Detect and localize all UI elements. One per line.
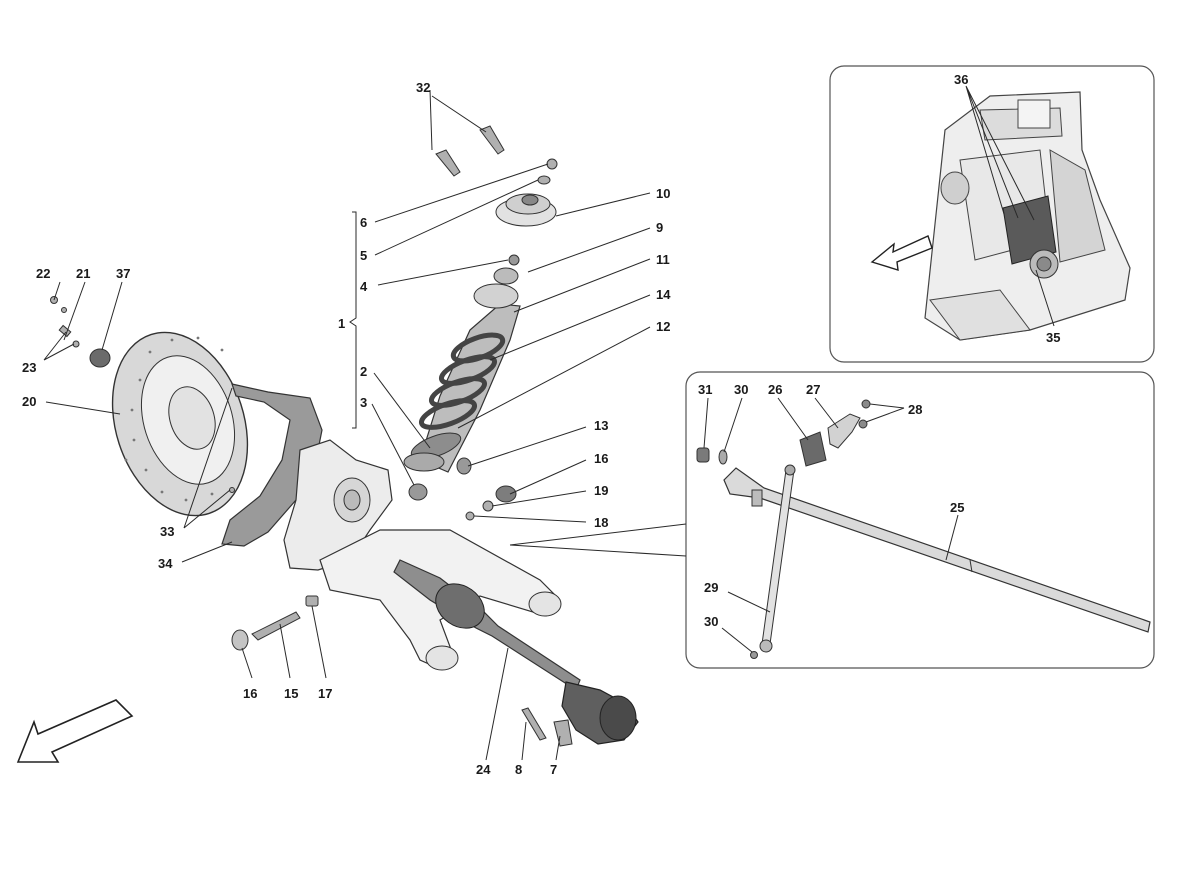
callout-35: 35 [1046, 330, 1060, 345]
top-mount-illustration [495, 193, 557, 227]
callout-16-lower: 16 [243, 686, 257, 701]
callout-3: 3 [360, 395, 367, 410]
callout-17: 17 [318, 686, 332, 701]
callout-21: 21 [76, 266, 90, 281]
direction-arrow-main [16, 699, 134, 763]
callout-27: 27 [806, 382, 820, 397]
callout-7: 7 [550, 762, 557, 777]
callout-36: 36 [954, 72, 968, 87]
callout-30-link: 30 [704, 614, 718, 629]
callout-34: 34 [158, 556, 173, 571]
callout-24: 24 [476, 762, 491, 777]
callout-8: 8 [515, 762, 522, 777]
callout-20: 20 [22, 394, 36, 409]
callout-25: 25 [950, 500, 964, 515]
callout-1: 1 [338, 316, 345, 331]
callout-28: 28 [908, 402, 922, 417]
callout-32: 32 [416, 80, 430, 95]
callout-26: 26 [768, 382, 782, 397]
callout-33: 33 [160, 524, 174, 539]
callout-12: 12 [656, 319, 670, 334]
callout-30-bar: 30 [734, 382, 748, 397]
dust-shield-illustration [221, 383, 323, 547]
callout-5: 5 [360, 248, 367, 263]
driveshaft-illustration [393, 559, 639, 745]
leader-lines [43, 85, 1055, 761]
callout-23: 23 [22, 360, 36, 375]
hardware-illustrations [50, 125, 573, 747]
callout-22: 22 [36, 266, 50, 281]
callout-14: 14 [656, 287, 671, 302]
anti-roll-bar-illustration [696, 399, 1151, 659]
shock-absorber-illustration [403, 254, 521, 501]
callout-11: 11 [656, 252, 670, 267]
callout-18: 18 [594, 515, 608, 530]
callout-16-hub: 16 [594, 451, 608, 466]
callout-9: 9 [656, 220, 663, 235]
brake-disc-illustration [111, 331, 249, 517]
callout-2: 2 [360, 364, 367, 379]
callout-6: 6 [360, 215, 367, 230]
callout-15: 15 [284, 686, 298, 701]
callout-4: 4 [360, 279, 368, 294]
callout-10: 10 [656, 186, 670, 201]
callout-13: 13 [594, 418, 608, 433]
callout-37: 37 [116, 266, 130, 281]
callout-29: 29 [704, 580, 718, 595]
direction-arrow-inset [870, 235, 933, 271]
callout-19: 19 [594, 483, 608, 498]
callout-31: 31 [698, 382, 712, 397]
callout-labels: 1 2 3 4 5 6 7 8 9 10 11 12 13 14 15 16 1… [22, 72, 1060, 777]
subframe-mount-illustration [924, 91, 1131, 341]
